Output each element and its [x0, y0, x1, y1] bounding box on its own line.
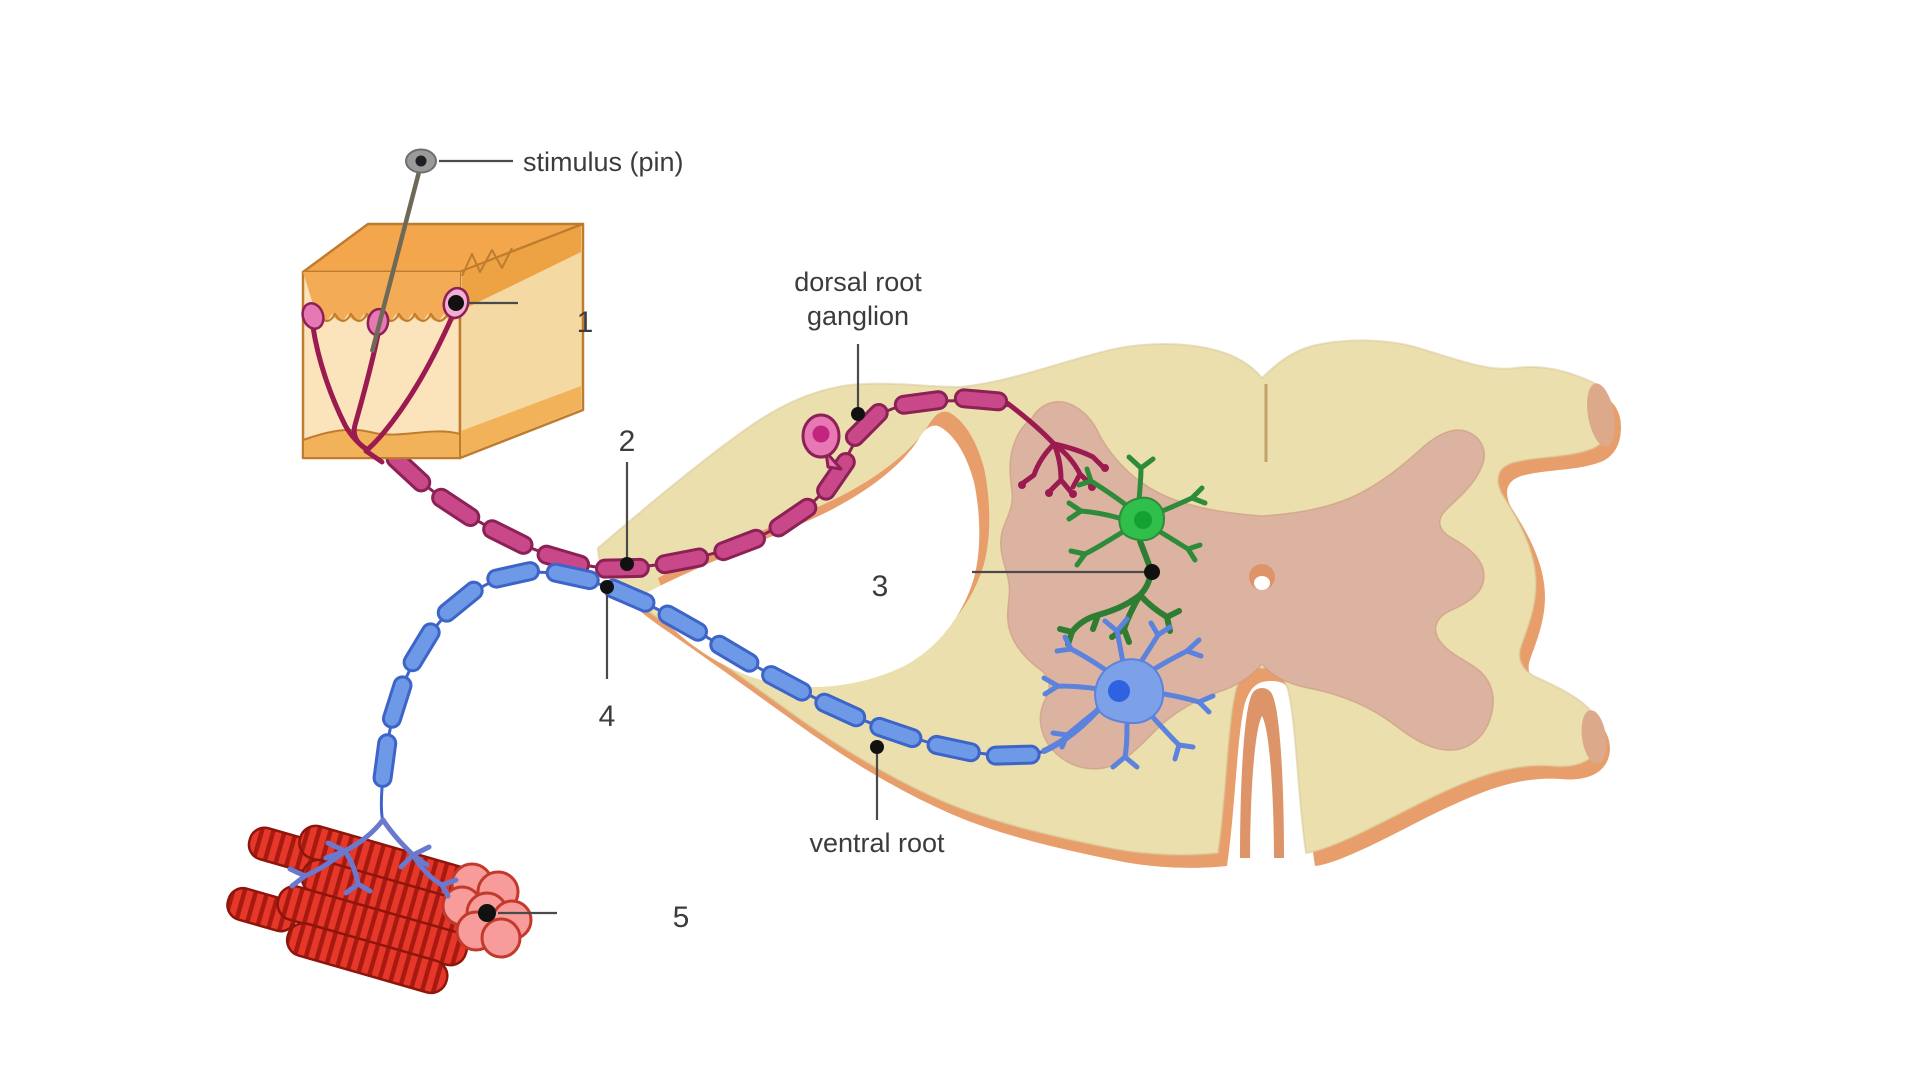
myelin-segment — [381, 675, 413, 729]
myelin-capsules — [385, 388, 1009, 579]
interneuron-pointer-dot — [1144, 564, 1160, 580]
ganglion-stalk — [824, 450, 843, 471]
annotations: stimulus (pin) dorsal root ganglion vent… — [439, 147, 1160, 934]
skin-subcutis-side — [461, 386, 581, 456]
label-2: 2 — [619, 425, 636, 458]
muscle-cross-sections — [441, 862, 533, 959]
myelin-segment — [768, 497, 818, 538]
myelin-segment — [545, 562, 600, 591]
myelin-capsules — [372, 561, 1041, 788]
myelin-segment — [893, 390, 949, 415]
interneuron — [1057, 454, 1208, 647]
ganglion-nucleus — [812, 425, 830, 443]
label-1: 1 — [577, 306, 594, 339]
myelin-segment — [985, 744, 1041, 766]
label-5: 5 — [673, 901, 690, 934]
myelin-segment — [436, 580, 484, 623]
label-3: 3 — [872, 570, 889, 603]
myelin-segment — [814, 692, 867, 728]
skin-subcutis-front — [302, 428, 461, 459]
ventral-root-label: ventral root — [809, 828, 945, 858]
myelin-segment — [953, 388, 1009, 412]
myelin-segment — [486, 561, 541, 589]
muscle-pointer-dot — [478, 904, 496, 922]
label-4: 4 — [599, 700, 616, 733]
motor-terminal-branches — [287, 817, 459, 899]
motor-axon-pointer-dot — [600, 580, 614, 594]
dorsal-root-stub-cut — [1587, 383, 1615, 447]
sensory-terminal-arbor — [1004, 400, 1109, 498]
stimulus-pin — [369, 148, 437, 353]
dorsal-root-ganglion-label-line1: dorsal root — [794, 267, 922, 297]
central-canal — [1254, 576, 1270, 590]
ventral-root-stub-cut — [1581, 710, 1607, 764]
myelin-segment — [816, 452, 856, 501]
ventral-fissure — [1250, 716, 1274, 862]
myelin-segment — [654, 547, 710, 575]
myelin-segment — [713, 528, 767, 562]
myelin-segment — [482, 519, 534, 555]
myelin-segment — [431, 487, 481, 528]
sensory-axon — [385, 388, 1009, 579]
skin-receptors — [301, 286, 470, 465]
skin-epidermis-side — [462, 226, 581, 310]
dorsal-root-ganglion-label-line2: ganglion — [807, 301, 909, 331]
muscle-fibers — [226, 817, 533, 995]
receptor-bulb — [301, 302, 325, 330]
dorsal-root-ganglion-cell — [801, 413, 843, 471]
spinal-cord-cross-section — [596, 339, 1621, 868]
myelin-segment — [402, 622, 441, 673]
myelin-segment — [709, 634, 760, 673]
receptor-stalk — [351, 331, 381, 452]
muscle-fiber — [285, 921, 449, 995]
skin-block — [301, 222, 585, 465]
motor-neuron — [1041, 616, 1216, 770]
motor-nucleus — [1108, 680, 1130, 702]
myelin-segment — [926, 734, 981, 763]
stimulus-label: stimulus (pin) — [523, 147, 684, 177]
sensory-axon-pointer-dot — [620, 557, 634, 571]
receptor-pointer-dot — [448, 295, 464, 311]
receptor-stalk — [363, 314, 455, 465]
skin-epidermis-front — [303, 272, 460, 321]
myelin-segment — [372, 733, 398, 788]
myelin-segment — [657, 604, 709, 642]
arbor-boutons — [1018, 464, 1109, 498]
ventral-root-pointer-dot — [870, 740, 884, 754]
root-window — [648, 425, 980, 688]
myelin-segment — [869, 716, 923, 749]
myelin-segment — [761, 665, 812, 702]
interneuron-nucleus — [1134, 511, 1152, 529]
pin-shaft — [369, 167, 423, 353]
pin-head-center — [415, 155, 427, 167]
motor-dendrites — [1041, 616, 1216, 770]
dorsal-root-ganglion-pointer-dot — [851, 407, 865, 421]
skin-torn-edge — [461, 247, 513, 277]
